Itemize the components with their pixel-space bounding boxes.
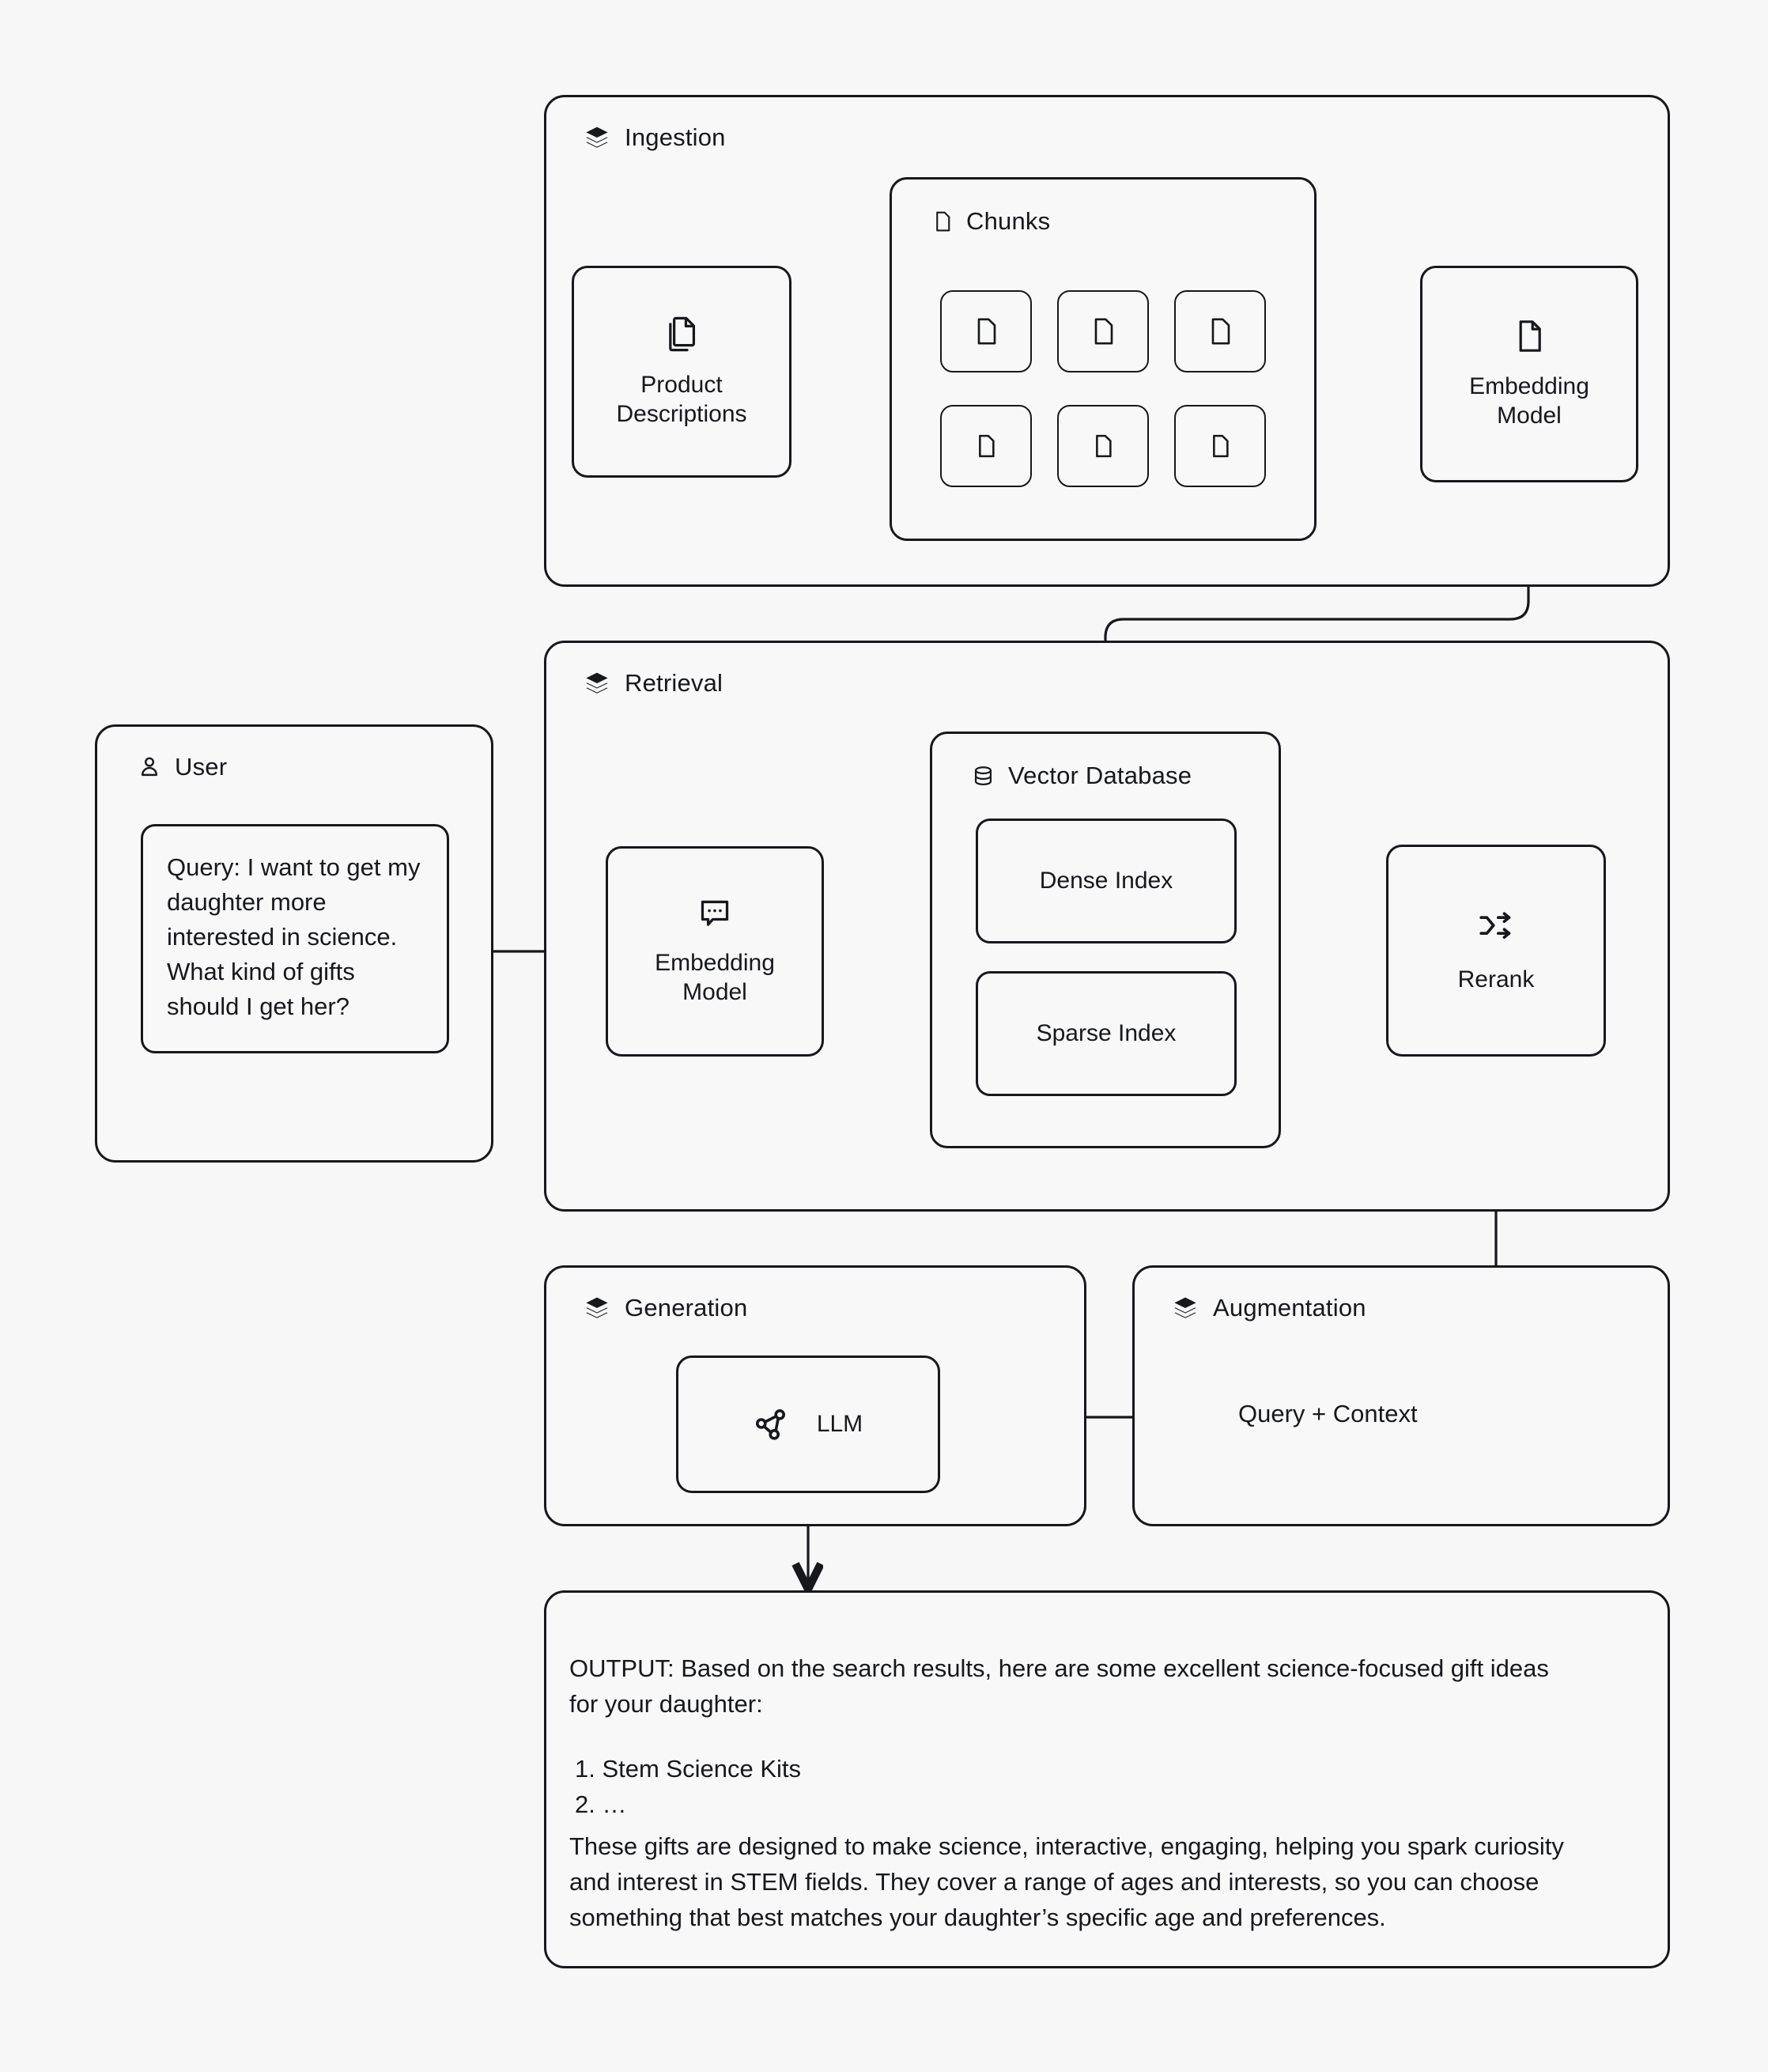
section-augmentation-label: Augmentation [1213,1294,1366,1321]
shuffle-icon [1477,907,1515,945]
group-user-header: User [137,753,227,781]
node-embedding-model-retrieval-label: Embedding Model [655,950,775,1005]
file-icon [970,316,1002,347]
file-icon [973,433,999,459]
chat-bubble-dots-icon [697,895,733,932]
node-dense-index[interactable]: Dense Index [976,819,1237,943]
output-list: 1. Stem Science Kits 2. … [575,1752,801,1823]
node-llm-label: LLM [816,1410,863,1437]
chunk-cell-4[interactable] [940,405,1032,487]
file-icon [1204,316,1236,347]
node-rerank[interactable]: Rerank [1386,845,1606,1057]
section-augmentation [1132,1265,1670,1526]
output-list-item-2: 2. … [575,1790,627,1818]
file-icon [1510,317,1548,355]
file-icon [1087,316,1119,347]
file-icon [1090,433,1116,459]
copy-documents-icon [662,314,701,354]
augmentation-connector-label: Query + Context [1227,1400,1429,1428]
section-ingestion-header: Ingestion [584,123,726,152]
layers-icon [584,1295,610,1321]
output-intro-text: OUTPUT: Based on the search results, her… [569,1654,1549,1718]
chunk-cell-1[interactable] [940,290,1032,372]
output-list-item-1: 1. Stem Science Kits [575,1755,802,1783]
section-ingestion-label: Ingestion [625,123,726,151]
group-chunks-label: Chunks [966,207,1051,235]
chunk-cell-6[interactable] [1174,405,1266,487]
section-retrieval-header: Retrieval [584,669,723,698]
node-dense-index-label: Dense Index [1039,868,1173,894]
group-output [544,1590,1670,1968]
person-icon [137,754,162,780]
file-icon [931,210,954,233]
section-retrieval-label: Retrieval [625,669,723,697]
section-generation-header: Generation [584,1294,747,1322]
database-icon [971,764,995,788]
layers-icon [1172,1295,1199,1321]
share-network-icon [754,1405,791,1443]
layers-icon [584,670,610,697]
node-product-descriptions[interactable]: Product Descriptions [572,266,791,478]
layers-icon [584,124,610,151]
user-query-box[interactable]: Query: I want to get my daughter more in… [141,824,449,1053]
node-rerank-label: Rerank [1457,966,1535,993]
group-chunks-header: Chunks [931,207,1050,236]
group-vector-database-header: Vector Database [971,762,1192,790]
chunk-cell-5[interactable] [1057,405,1149,487]
node-sparse-index[interactable]: Sparse Index [976,971,1237,1096]
node-embedding-model-retrieval[interactable]: Embedding Model [606,846,824,1057]
node-embedding-model-ingestion-label: Embedding Model [1469,373,1589,429]
node-sparse-index-label: Sparse Index [1036,1020,1177,1046]
file-icon [1207,433,1233,459]
section-generation-label: Generation [625,1294,748,1321]
user-query-text: Query: I want to get my daughter more in… [167,853,421,1021]
chunk-cell-2[interactable] [1057,290,1149,372]
group-user-label: User [175,753,228,781]
group-vector-database-label: Vector Database [1008,762,1192,789]
chunk-cell-3[interactable] [1174,290,1266,372]
node-llm[interactable]: LLM [676,1355,940,1493]
node-embedding-model-ingestion[interactable]: Embedding Model [1420,266,1638,482]
section-augmentation-header: Augmentation [1172,1294,1366,1322]
node-product-descriptions-label: Product Descriptions [616,372,747,427]
output-closing-text: These gifts are designed to make science… [569,1832,1564,1931]
